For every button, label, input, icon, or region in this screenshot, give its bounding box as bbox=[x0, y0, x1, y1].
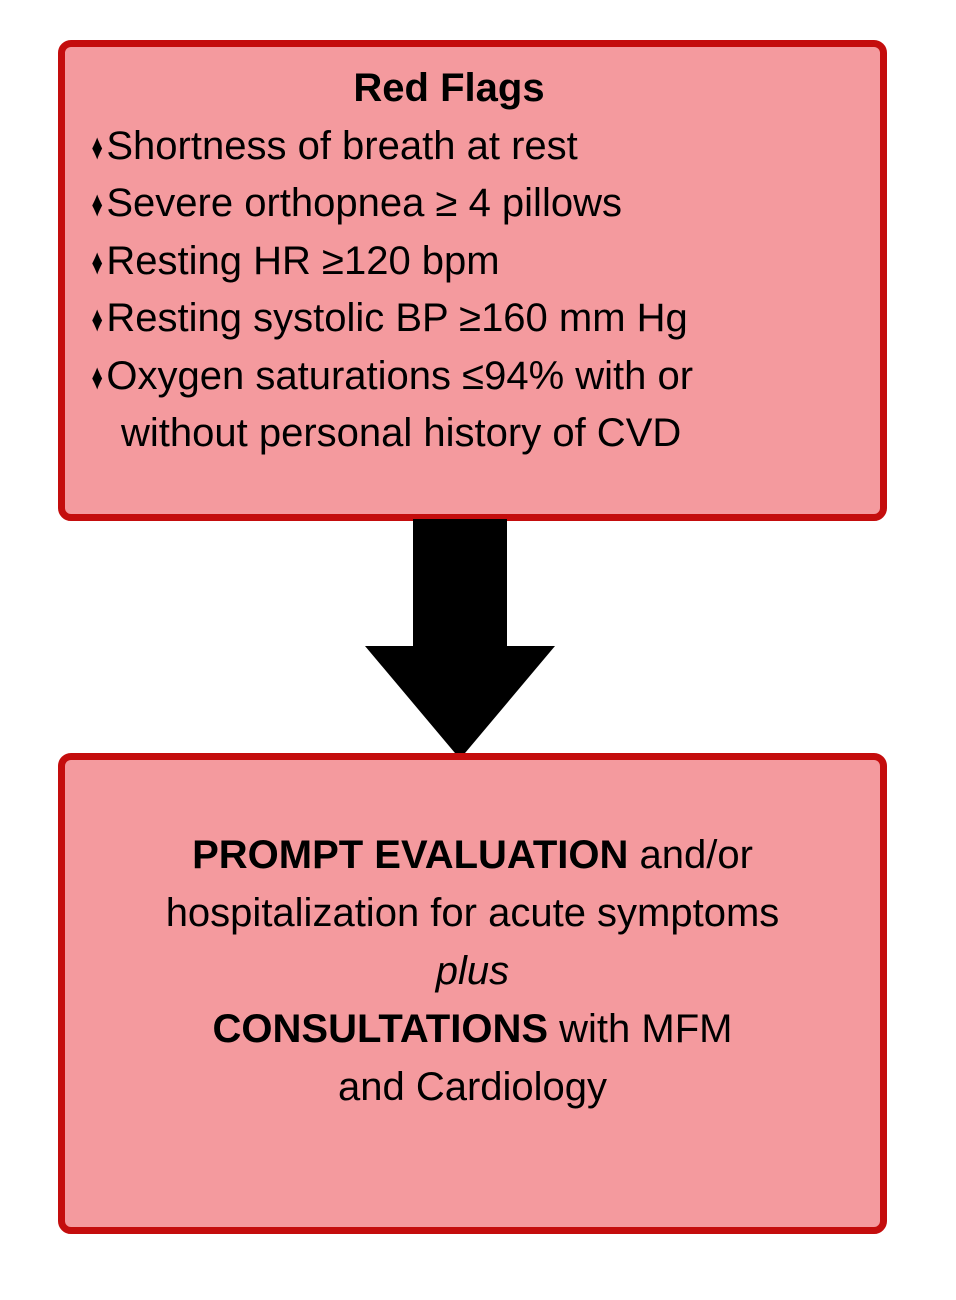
red-flags-content: Red Flags ♦Shortness of breath at rest ♦… bbox=[65, 47, 880, 463]
bullet-text-continuation: without personal history of CVD bbox=[121, 411, 682, 455]
bullet-item: ♦Shortness of breath at rest bbox=[88, 118, 862, 176]
bullet-item: ♦Oxygen saturations ≤94% with or bbox=[88, 348, 862, 406]
bullet-text: Shortness of breath at rest bbox=[106, 123, 578, 168]
prompt-evaluation-label: PROMPT EVALUATION bbox=[192, 833, 629, 877]
diamond-bullet-icon: ♦ bbox=[91, 183, 103, 224]
red-flags-title: Red Flags bbox=[353, 66, 545, 110]
prompt-evaluation-box: PROMPT EVALUATION and/or hospitalization… bbox=[58, 753, 887, 1234]
bullet-item: ♦Severe orthopnea ≥ 4 pillows bbox=[88, 175, 862, 233]
action-line-1: PROMPT EVALUATION and/or bbox=[65, 826, 880, 884]
consultations-label: CONSULTATIONS bbox=[212, 1007, 549, 1051]
diamond-bullet-icon: ♦ bbox=[91, 125, 103, 167]
action-line-4: CONSULTATIONS with MFM bbox=[65, 1000, 880, 1058]
action-line-5: and Cardiology bbox=[337, 1065, 608, 1109]
bullet-text: Oxygen saturations ≤94% with or bbox=[106, 353, 694, 398]
plus-label: plus bbox=[435, 949, 510, 993]
bullet-item: ♦Resting HR ≥120 bpm bbox=[88, 233, 862, 291]
diamond-bullet-icon: ♦ bbox=[91, 298, 103, 339]
down-arrow-icon bbox=[365, 519, 555, 759]
bullet-text: Severe orthopnea ≥ 4 pillows bbox=[106, 181, 622, 225]
action-line-2: hospitalization for acute symptoms bbox=[165, 891, 780, 935]
prompt-evaluation-content: PROMPT EVALUATION and/or hospitalization… bbox=[65, 760, 880, 1116]
bullet-text: Resting HR ≥120 bpm bbox=[106, 238, 500, 283]
diamond-bullet-icon: ♦ bbox=[91, 240, 103, 282]
and-or-label: and/or bbox=[639, 833, 753, 877]
with-mfm-label: with MFM bbox=[559, 1007, 733, 1051]
bullet-item: ♦Resting systolic BP ≥160 mm Hg bbox=[88, 290, 862, 348]
diamond-bullet-icon: ♦ bbox=[91, 355, 103, 397]
bullet-text: Resting systolic BP ≥160 mm Hg bbox=[106, 296, 688, 340]
red-flags-box: Red Flags ♦Shortness of breath at rest ♦… bbox=[58, 40, 887, 521]
